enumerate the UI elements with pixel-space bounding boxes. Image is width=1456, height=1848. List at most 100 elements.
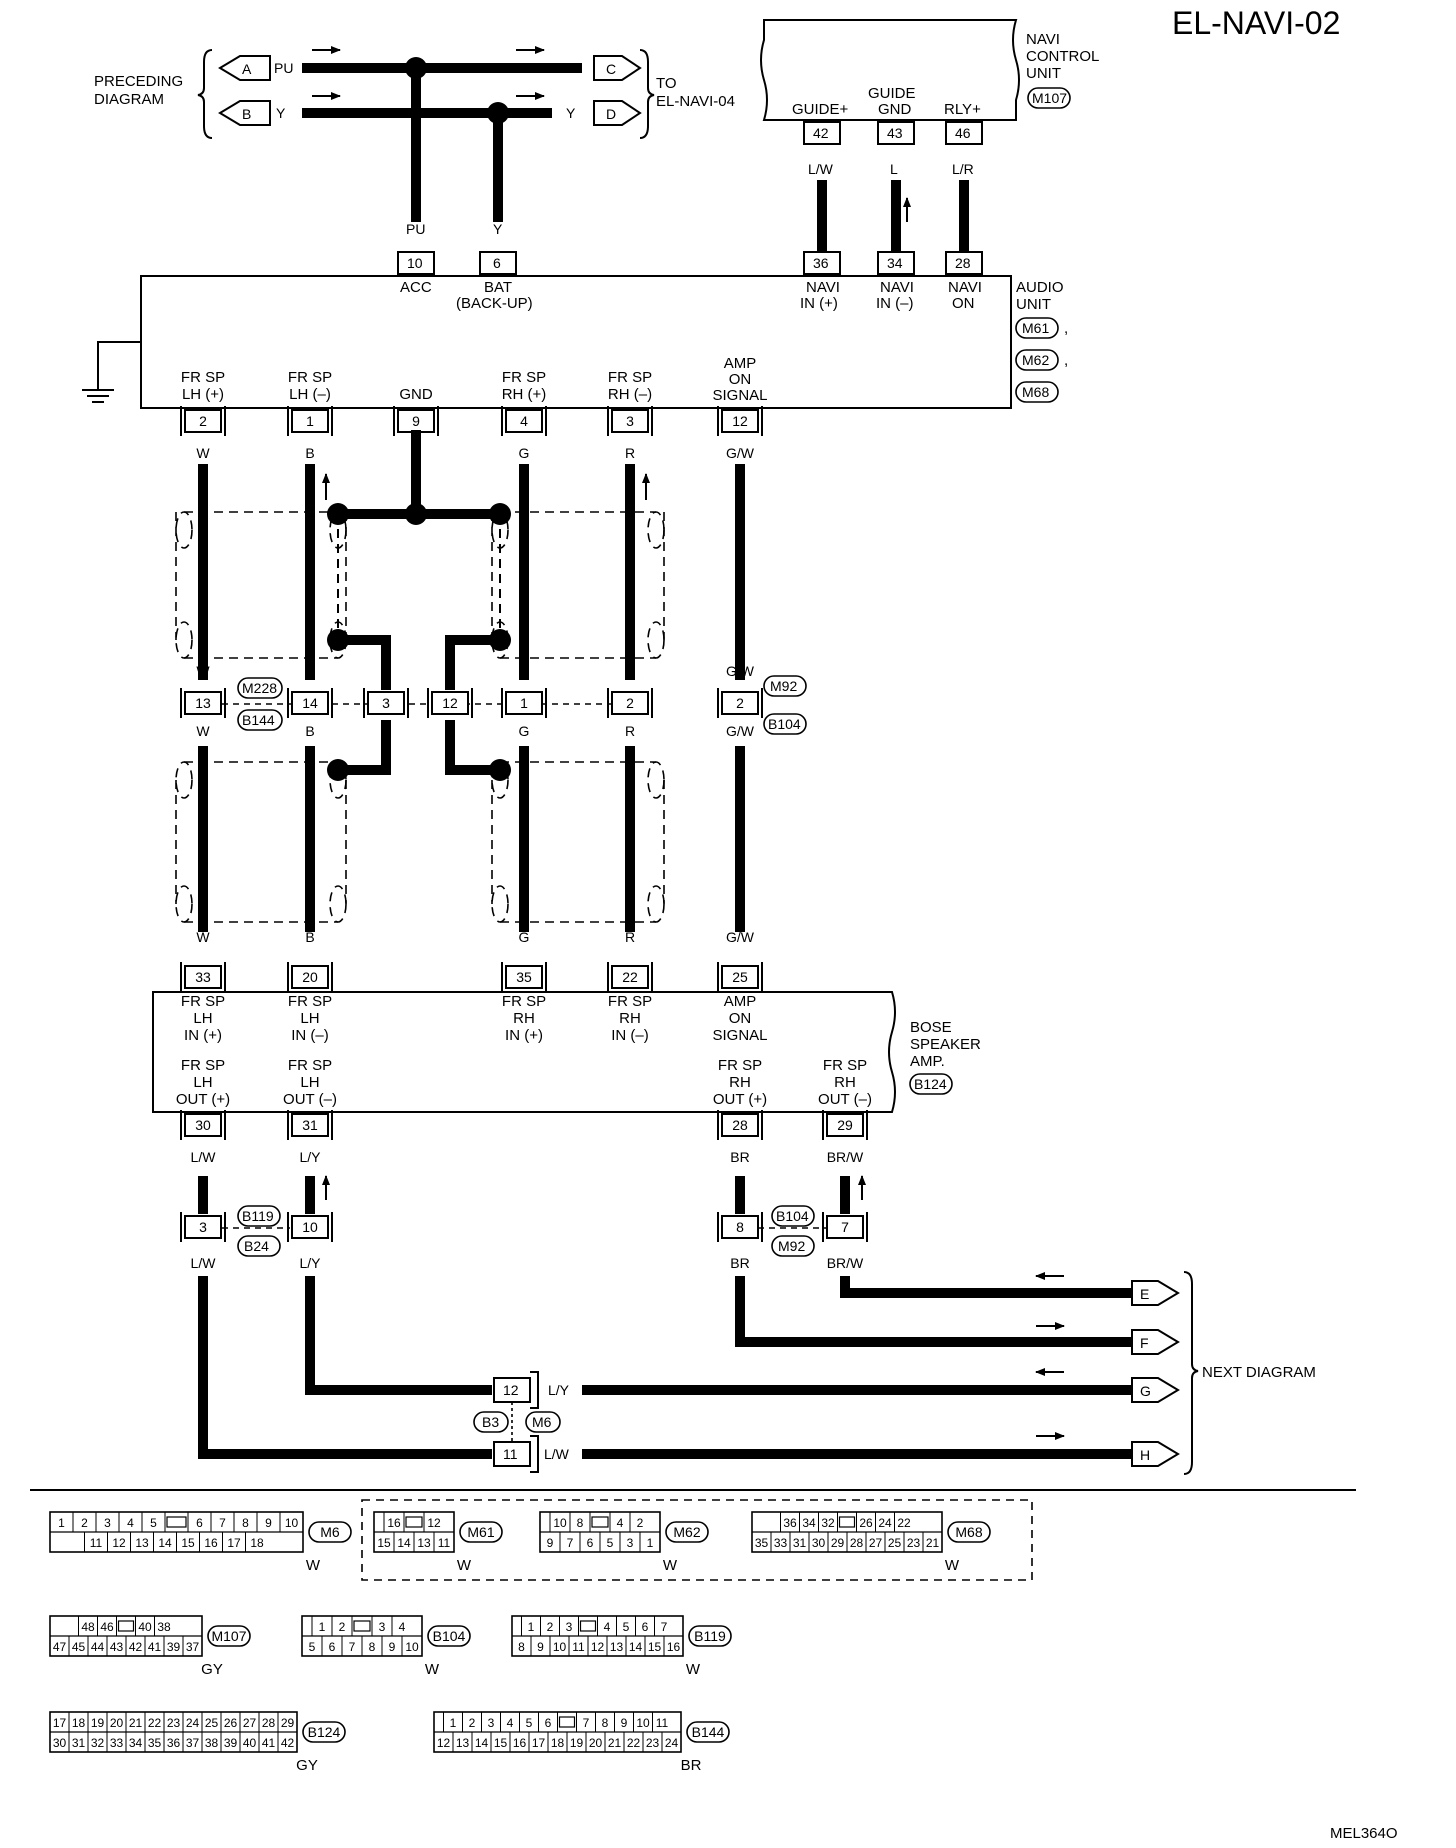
pin-label: FR SP [502, 993, 546, 1010]
cavity-number: 47 [53, 1640, 67, 1654]
cavity-number: 25 [205, 1716, 219, 1730]
wire-color-label: G/W [726, 663, 755, 679]
connector-tag-m6[interactable]: M6 [525, 1411, 561, 1433]
connector-tag-m92-lower[interactable]: M92 [771, 1235, 815, 1257]
connector-tag-m107[interactable]: M107 [1027, 87, 1071, 109]
page-id: EL-NAVI-02 [1172, 5, 1340, 41]
pin-number: 7 [841, 1219, 849, 1235]
pin-number: 3 [626, 413, 634, 429]
svg-text:43: 43 [887, 125, 903, 141]
pin-label: IN (+) [505, 1027, 543, 1044]
connector-ref-e[interactable]: E [1131, 1280, 1180, 1306]
cavity-number: 1 [319, 1620, 326, 1634]
connector-tag-view-b124[interactable]: B124 [302, 1721, 346, 1743]
connector-ref-d[interactable]: D [593, 100, 642, 126]
cavity-number: 6 [196, 1516, 203, 1530]
connector-tag-b104-lower[interactable]: B104 [771, 1205, 815, 1227]
connector-tag-m228[interactable]: M228 [237, 677, 283, 699]
connector-tag-b24[interactable]: B24 [237, 1235, 281, 1257]
cavity-number: 18 [72, 1716, 86, 1730]
pin-label: GND [399, 386, 433, 403]
cavity-number: 13 [456, 1736, 470, 1750]
wire-color-label: BR [1096, 1334, 1115, 1350]
pin-box: 9 [393, 406, 439, 436]
pin-box: 29 [822, 1110, 868, 1140]
svg-text:D: D [606, 106, 616, 122]
connector-tag-b144[interactable]: B144 [237, 709, 283, 731]
audio-unit-name: UNIT [1016, 296, 1051, 313]
next-diagram-label: NEXT DIAGRAM [1202, 1364, 1316, 1381]
cavity-number: 22 [897, 1516, 911, 1530]
wire-brw [840, 1276, 1135, 1298]
connector-tag-view-b119[interactable]: B119 [688, 1625, 732, 1647]
connector-tag-b119[interactable]: B119 [237, 1205, 281, 1227]
cavity-number: 7 [661, 1620, 668, 1634]
cavity-number: 33 [110, 1736, 124, 1750]
connector-tag-view-m6[interactable]: M6 [308, 1521, 352, 1543]
connector-ref-h[interactable]: H [1131, 1441, 1180, 1467]
connector-tag-m61[interactable]: M61 [1015, 317, 1059, 339]
connector-tag-view-m68[interactable]: M68 [947, 1521, 991, 1543]
pin-label: RH [513, 1010, 535, 1027]
cavity-number: 11 [90, 1536, 103, 1550]
cavity-number: 26 [224, 1716, 238, 1730]
pin-box: 28 [717, 1110, 763, 1140]
connector-ref-c[interactable]: C [593, 55, 642, 81]
cavity-number: 28 [850, 1536, 864, 1550]
joint-pin-8: 8 [717, 1212, 763, 1242]
connector-tag-m62[interactable]: M62 [1015, 349, 1059, 371]
connector-tag-m92[interactable]: M92 [763, 675, 807, 697]
connector-id: B104 [433, 1628, 466, 1644]
cavity-number: 18 [551, 1736, 565, 1750]
connector-id: M6 [320, 1524, 340, 1540]
wire-color-label: PU [406, 221, 425, 237]
svg-text:L/W: L/W [808, 161, 834, 177]
connector-tag-view-m62[interactable]: M62 [665, 1521, 709, 1543]
connector-tag-view-b104[interactable]: B104 [427, 1625, 471, 1647]
connector-tag-m68[interactable]: M68 [1015, 381, 1059, 403]
pin-label: OUT (–) [283, 1091, 337, 1108]
svg-text:12: 12 [503, 1382, 519, 1398]
cavity-number: 29 [831, 1536, 845, 1550]
connector-tag-b3[interactable]: B3 [473, 1411, 509, 1433]
wire-color-label: G [519, 723, 530, 739]
cavity-number: 10 [285, 1516, 299, 1530]
pin-number: 8 [736, 1219, 744, 1235]
wire-color-label: G [519, 445, 530, 461]
connector-ref-g[interactable]: G [1131, 1377, 1180, 1403]
connector-ref-f[interactable]: F [1131, 1329, 1180, 1355]
pin-label: OUT (–) [818, 1091, 872, 1108]
connector-tag-view-m107[interactable]: M107 [207, 1625, 251, 1647]
cavity-number: 27 [869, 1536, 883, 1550]
shield-upper-right [491, 511, 665, 659]
pin-box: 1 [287, 406, 333, 436]
cavity-number: 7 [219, 1516, 226, 1530]
connector-tag-b104[interactable]: B104 [763, 713, 807, 735]
connector-ref-b[interactable]: B [218, 100, 271, 126]
pin-label: FR SP [608, 369, 652, 386]
connector-id: B124 [308, 1724, 341, 1740]
connector-tag-b124[interactable]: B124 [909, 1073, 953, 1095]
connector-tag-view-b144[interactable]: B144 [686, 1721, 730, 1743]
cavity-number: 29 [281, 1716, 295, 1730]
svg-text:(BACK-UP): (BACK-UP) [456, 295, 533, 312]
svg-text:,: , [1064, 352, 1068, 369]
svg-text:H: H [1140, 1447, 1150, 1463]
pin-number: 33 [195, 969, 211, 985]
cavity-number: 10 [636, 1716, 650, 1730]
connector-tag-view-m61[interactable]: M61 [459, 1521, 503, 1543]
pin-label: FR SP [288, 993, 332, 1010]
pin-number: 2 [199, 413, 207, 429]
connector-ref-a[interactable]: A [218, 55, 271, 81]
joint-pin-1: 1 [501, 688, 547, 718]
splice-point [489, 759, 511, 781]
svg-text:G: G [1140, 1383, 1151, 1399]
figure-code: MEL364O [1330, 1825, 1398, 1842]
